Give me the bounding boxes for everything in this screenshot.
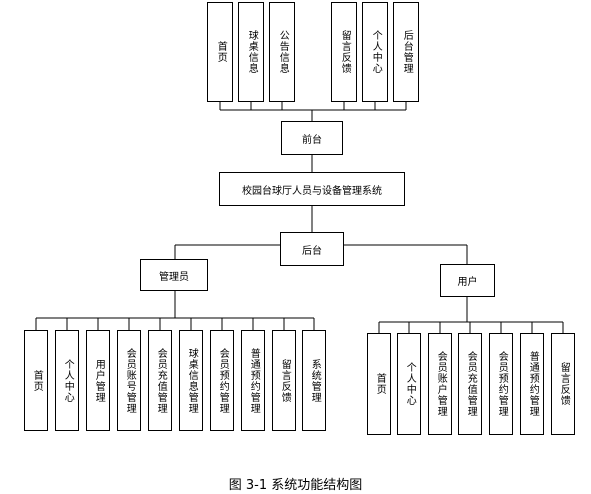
- front-node: 前台: [281, 121, 343, 155]
- user-child-box: 个人中心: [397, 333, 421, 435]
- back-node: 后台: [280, 232, 344, 266]
- admin-child-box: 会员账号管理: [117, 330, 141, 431]
- user-child-box: 会员预约管理: [489, 333, 513, 435]
- admin-child-box: 普通预约管理: [241, 330, 265, 431]
- function-structure-diagram: 前台 校园台球厅人员与设备管理系统 后台 管理员 用户 首页球桌信息公告信息留言…: [24, 2, 575, 435]
- system-node: 校园台球厅人员与设备管理系统: [219, 172, 405, 206]
- user-child-box: 首页: [367, 333, 391, 435]
- admin-child-box: 球桌信息管理: [179, 330, 203, 431]
- admin-node: 管理员: [140, 259, 208, 291]
- admin-child-box: 用户管理: [86, 330, 110, 431]
- admin-child-box: 首页: [24, 330, 48, 431]
- front-child-box: 后台管理: [393, 2, 419, 102]
- admin-child-box: 会员预约管理: [210, 330, 234, 431]
- user-node: 用户: [440, 264, 495, 297]
- admin-child-box: 留言反馈: [272, 330, 296, 431]
- figure-caption: 图 3-1 系统功能结构图: [228, 478, 363, 493]
- front-child-box: 个人中心: [362, 2, 388, 102]
- front-child-box: 公告信息: [269, 2, 295, 102]
- user-child-box: 留言反馈: [551, 333, 575, 435]
- front-child-box: 首页: [207, 2, 233, 102]
- admin-child-box: 会员充值管理: [148, 330, 172, 431]
- admin-child-box: 个人中心: [55, 330, 79, 431]
- admin-child-box: 系统管理: [302, 330, 326, 431]
- front-child-box: 球桌信息: [238, 2, 264, 102]
- user-child-box: 会员账户管理: [428, 333, 452, 435]
- front-child-box: 留言反馈: [331, 2, 357, 102]
- user-child-box: 普通预约管理: [520, 333, 544, 435]
- user-child-box: 会员充值管理: [458, 333, 482, 435]
